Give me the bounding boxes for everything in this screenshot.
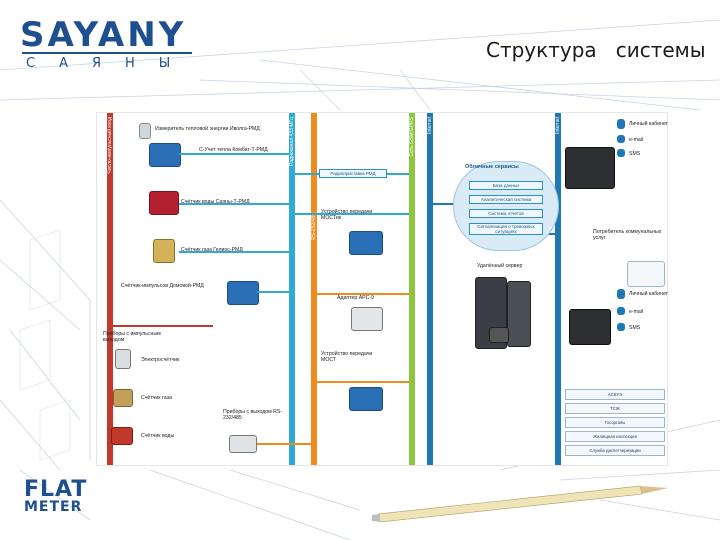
consumer-row: ТСЖ [565, 403, 665, 414]
link-line [179, 251, 289, 253]
sms-icon [617, 149, 625, 157]
flatmeter-logo-line1: FLAT [24, 477, 88, 502]
transfer-device-image [349, 387, 383, 411]
device-label: С-Учет тепла Комбат-Т-РМД [199, 147, 268, 153]
adapter-label: Адаптер АРС-9 [337, 295, 374, 301]
channel-label: Личный кабинет [629, 121, 669, 127]
bus-label: Internet [427, 117, 433, 134]
device-label: Счётчик газа Гелиос-РМД [181, 247, 243, 253]
logo-divider [22, 52, 192, 54]
bus-label: Число-импульсный вход [107, 117, 113, 174]
bus-label: Радиоканал 433 МГц [289, 117, 295, 166]
desktop-monitor-image [569, 309, 611, 345]
gas-meter-image [153, 239, 175, 263]
cabinet-icon [617, 289, 625, 299]
link-line [317, 293, 409, 295]
link-line [295, 213, 409, 215]
monitor-image [489, 327, 509, 343]
rs485-device-image [229, 435, 257, 453]
page-title: Структура системы [486, 38, 706, 62]
pulse-device-label: Счётчик воды [141, 433, 175, 439]
link-line [257, 291, 289, 293]
internet-bus-left: Internet [427, 113, 433, 465]
cloud-services [453, 161, 559, 251]
consumer-row: Госорганы [565, 417, 665, 428]
cabinet-icon [617, 119, 625, 129]
email-icon [617, 307, 625, 315]
channel-label: e-mail [629, 137, 644, 143]
bridge-label: Устройство передачи МОСТик [321, 209, 373, 221]
laptop-image [565, 147, 615, 189]
cloud-item: База данных [469, 181, 543, 190]
electricity-meter-image [115, 349, 131, 369]
pulse-device-label: Электросчётчик [141, 357, 180, 363]
link-line [113, 325, 213, 327]
rs485-bus: RS-232/485 [311, 113, 317, 465]
channel-label: SMS [629, 151, 641, 157]
water-counter-image [111, 427, 133, 445]
pulse-device-label: Счётчик газа [141, 395, 172, 401]
bus-label: Сеть GSM/GPRS [409, 117, 415, 157]
water-meter-image [149, 191, 179, 215]
server-rack-image [507, 281, 531, 347]
web-page-thumbnail [627, 261, 665, 287]
radio-bus: Радиоканал 433 МГц [289, 113, 295, 465]
radio-adapter-box: Радиоприставка РМД [319, 169, 387, 178]
heat-meter-image [139, 123, 151, 139]
transfer-device-label: Устройство передачи МОСТ [321, 351, 373, 363]
bridge-device-image [349, 231, 383, 255]
bus-label: RS-232/485 [311, 213, 317, 240]
flatmeter-logo-line2: METER [24, 499, 83, 515]
consumer-row: Служба диспетчеризации [565, 445, 665, 456]
cloud-title: Облачные сервисы [465, 164, 519, 170]
link-line [257, 443, 311, 445]
internet-bus-right: Internet [555, 113, 561, 465]
rs485-devices-title: Приборы с выходом RS-232/485 [223, 409, 283, 421]
gas-counter-image [113, 389, 133, 407]
sayany-logo-cyrillic: САЯНЫ [26, 56, 195, 71]
sms-icon [617, 323, 625, 331]
consumer-row: Жилищная инспекция [565, 431, 665, 442]
server-label: Удалённый сервер [477, 263, 523, 269]
sayany-logo: SAYANY [20, 15, 187, 55]
radio-module-image [149, 143, 181, 167]
cloud-item: Аналитическая система [469, 195, 543, 204]
channel-label: e-mail [629, 309, 644, 315]
link-line [179, 203, 289, 205]
channel-label: SMS [629, 325, 641, 331]
consumer-label: Потребитель коммунальных услуг [593, 229, 662, 241]
system-structure-diagram: Число-импульсный вход Радиоканал 433 МГц… [96, 112, 668, 466]
device-label: Измеритель тепловой энергии Иволга-РМД [155, 126, 260, 132]
flatmeter-logo: FLAT METER [24, 477, 88, 515]
gsm-bus: Сеть GSM/GPRS [409, 113, 415, 465]
email-icon [617, 135, 625, 143]
device-label: Счётчик-импульсов Домовой-РМД [121, 283, 204, 289]
pulse-counter-image [227, 281, 259, 305]
cloud-item: Сигнализация о тревожных ситуациях [469, 223, 543, 235]
link-line [433, 203, 455, 205]
device-label: Счётчик воды Саяны-Т-РМД [181, 199, 250, 205]
pulse-input-bus: Число-импульсный вход [107, 113, 113, 465]
bus-label: Internet [555, 117, 561, 134]
adapter-device-image [351, 307, 383, 331]
pencil-drawing [372, 485, 668, 523]
link-line [317, 381, 409, 383]
pulse-devices-title: Приборы с импульсным выходом [103, 331, 161, 343]
consumer-row: АСКУЭ [565, 389, 665, 400]
link-line [179, 153, 289, 155]
channel-label: Личный кабинет [629, 291, 669, 297]
cloud-item: Система отчётов [469, 209, 543, 218]
